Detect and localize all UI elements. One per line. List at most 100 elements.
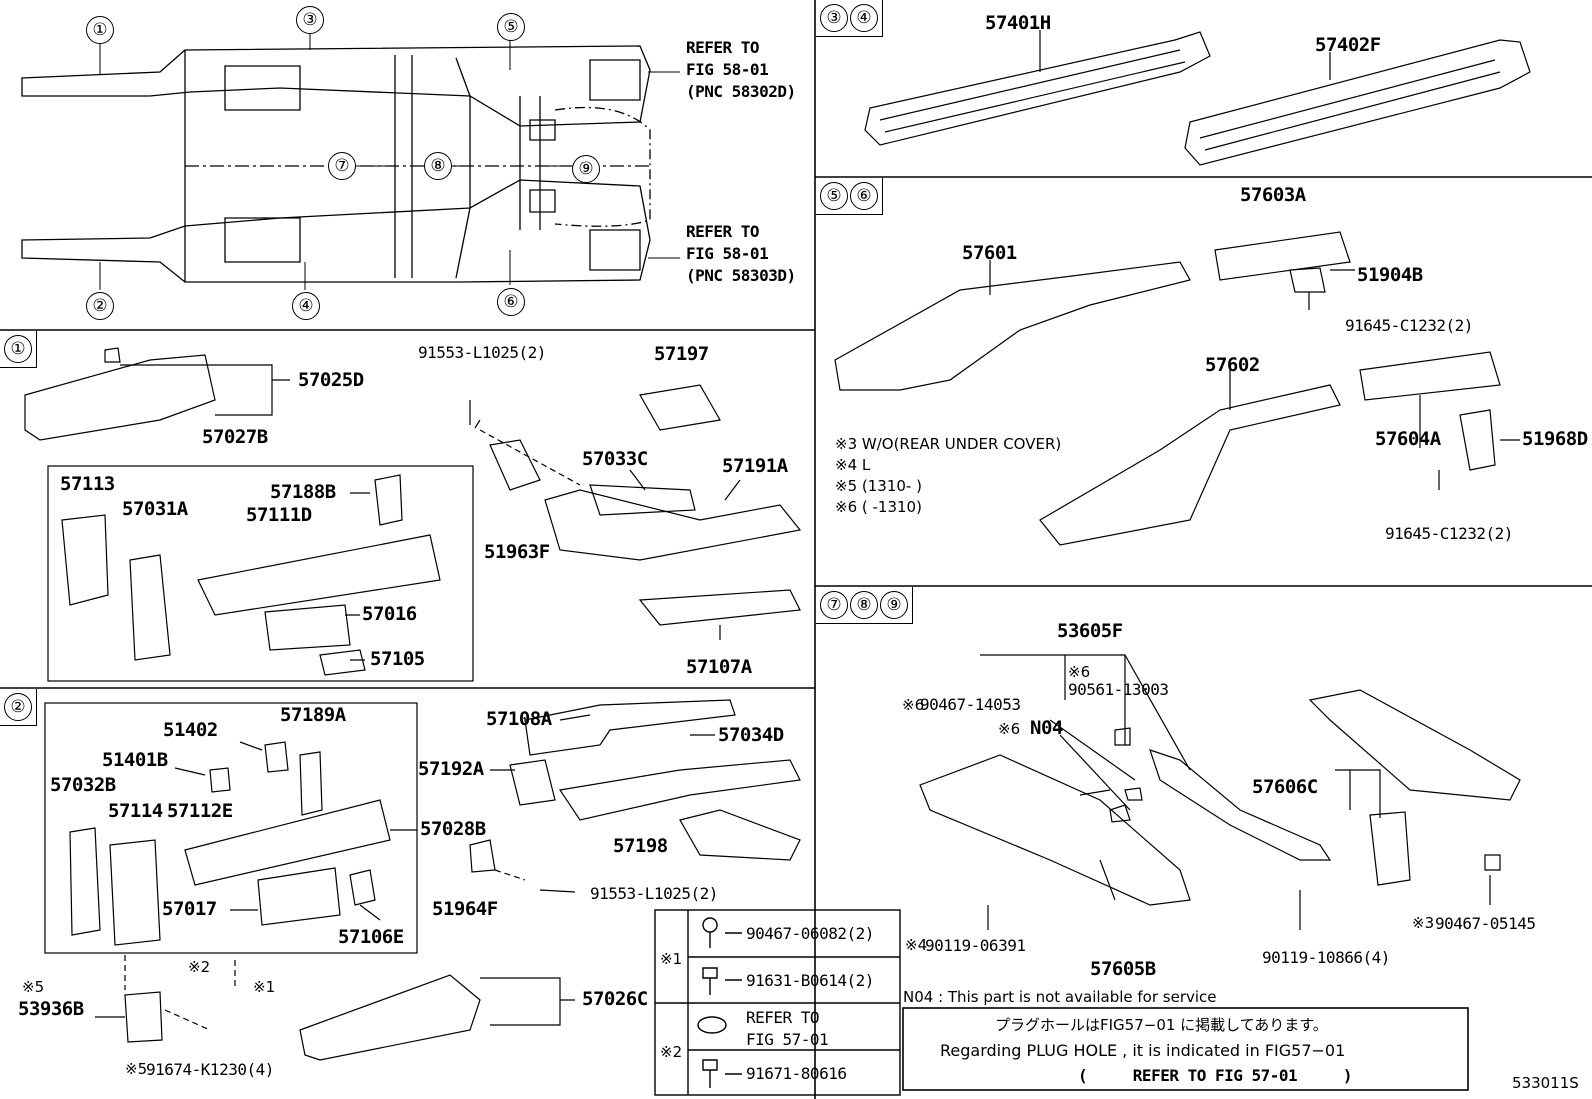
mark-x1: ※1 bbox=[253, 978, 276, 996]
part-91645-C1232-b: 91645-C1232(2) bbox=[1385, 524, 1513, 543]
part-57032B: 57032B bbox=[50, 774, 116, 796]
part-57031A: 57031A bbox=[122, 498, 188, 520]
part-57113: 57113 bbox=[60, 473, 115, 495]
mark-x4: ※4 bbox=[905, 936, 928, 954]
part-51968D: 51968D bbox=[1522, 428, 1588, 450]
part-57016: 57016 bbox=[362, 603, 417, 625]
refer-bottom-line1: REFER TO bbox=[686, 222, 760, 241]
legend-90467-06082: 90467-06082(2) bbox=[746, 924, 874, 943]
figure-id: 533011S bbox=[1512, 1074, 1579, 1092]
part-57189A: 57189A bbox=[280, 704, 346, 726]
part-57107A: 57107A bbox=[686, 656, 752, 678]
part-57111D: 57111D bbox=[246, 504, 312, 526]
part-57198: 57198 bbox=[613, 835, 668, 857]
section-5-circle: ⑤ bbox=[820, 182, 848, 210]
note-56-line1: ※3 W/O(REAR UNDER COVER) bbox=[835, 435, 1062, 453]
mark-x2: ※2 bbox=[188, 958, 211, 976]
callout-7: ⑦ bbox=[328, 152, 356, 180]
part-91553-L1025-a: 91553-L1025(2) bbox=[418, 343, 546, 362]
part-57604A: 57604A bbox=[1375, 428, 1441, 450]
part-90119-06391: 90119-06391 bbox=[925, 936, 1026, 955]
mark-x5-b: ※5 bbox=[125, 1060, 148, 1078]
part-91553-L1025-b: 91553-L1025(2) bbox=[590, 884, 718, 903]
legend-mark-x2: ※2 bbox=[660, 1043, 683, 1061]
callout-9: ⑨ bbox=[572, 155, 600, 183]
part-57602: 57602 bbox=[1205, 354, 1260, 376]
plug-note-ref: ( REFER TO FIG 57-01 ) bbox=[1078, 1066, 1352, 1085]
plug-note-jp: プラグホールはFIG57−01 に掲載してあります。 bbox=[995, 1016, 1328, 1034]
mark-x5-a: ※5 bbox=[22, 978, 45, 996]
callout-8: ⑧ bbox=[424, 152, 452, 180]
part-57017: 57017 bbox=[162, 898, 217, 920]
part-57106E: 57106E bbox=[338, 926, 404, 948]
part-57105: 57105 bbox=[370, 648, 425, 670]
refer-bottom-line3: (PNC 58303D) bbox=[686, 266, 796, 285]
legend-mark-x1: ※1 bbox=[660, 950, 683, 968]
refer-top-line2: FIG 58-01 bbox=[686, 60, 769, 79]
part-57108A: 57108A bbox=[486, 708, 552, 730]
section-tag-2: ② bbox=[0, 689, 37, 726]
mark-x3: ※3 bbox=[1412, 914, 1435, 932]
part-51964F: 51964F bbox=[432, 898, 498, 920]
callout-2: ② bbox=[86, 292, 114, 320]
section-3-circle: ③ bbox=[820, 4, 848, 32]
callout-5: ⑤ bbox=[497, 13, 525, 41]
part-53605F: 53605F bbox=[1057, 620, 1123, 642]
part-57192A: 57192A bbox=[418, 758, 484, 780]
callout-4: ④ bbox=[292, 292, 320, 320]
callout-3: ③ bbox=[296, 6, 324, 34]
part-53936B: 53936B bbox=[18, 998, 84, 1020]
part-51401B: 51401B bbox=[102, 749, 168, 771]
part-57034D: 57034D bbox=[718, 724, 784, 746]
part-57401H: 57401H bbox=[985, 12, 1051, 34]
plug-hole-note-box bbox=[902, 1007, 1469, 1091]
callout-6: ⑥ bbox=[497, 288, 525, 316]
part-57601: 57601 bbox=[962, 242, 1017, 264]
part-57027B: 57027B bbox=[202, 426, 268, 448]
legend-91631-B0614: 91631-B0614(2) bbox=[746, 971, 874, 990]
parts-section-789 bbox=[919, 654, 1521, 930]
section-tag-789: ⑦ ⑧ ⑨ bbox=[816, 587, 913, 624]
part-57025D: 57025D bbox=[298, 369, 364, 391]
part-90561-13003: 90561-13003 bbox=[1068, 680, 1169, 699]
rails-57401H-57402F bbox=[864, 30, 1531, 166]
callout-1: ① bbox=[86, 16, 114, 44]
section-2-circle: ② bbox=[4, 693, 32, 721]
legend-91671-80616: 91671-80616 bbox=[746, 1064, 847, 1083]
parts-section-2 bbox=[44, 699, 801, 1061]
part-90119-10866: 90119-10866(4) bbox=[1262, 948, 1390, 967]
part-57402F: 57402F bbox=[1315, 34, 1381, 56]
note-56-line3: ※5 (1310- ) bbox=[835, 477, 922, 495]
n04-note: N04 : This part is not available for ser… bbox=[903, 988, 1217, 1006]
part-57028B: 57028B bbox=[420, 818, 486, 840]
part-57026C: 57026C bbox=[582, 988, 648, 1010]
part-N04: N04 bbox=[1030, 717, 1063, 739]
mark-x6-a: ※6 bbox=[902, 696, 925, 714]
part-57197: 57197 bbox=[654, 343, 709, 365]
section-tag-1: ① bbox=[0, 331, 37, 368]
section-8-circle: ⑧ bbox=[850, 591, 878, 619]
part-90467-14053: 90467-14053 bbox=[920, 695, 1021, 714]
part-51963F: 51963F bbox=[484, 541, 550, 563]
legend-refer-to: REFER TO bbox=[746, 1008, 820, 1027]
part-91645-C1232-a: 91645-C1232(2) bbox=[1345, 316, 1473, 335]
part-57191A: 57191A bbox=[722, 455, 788, 477]
part-57603A: 57603A bbox=[1240, 184, 1306, 206]
refer-top-line1: REFER TO bbox=[686, 38, 760, 57]
section-4-circle: ④ bbox=[850, 4, 878, 32]
part-51904B: 51904B bbox=[1357, 264, 1423, 286]
fastener-legend-frame bbox=[654, 909, 901, 1096]
section-tag-56: ⑤ ⑥ bbox=[816, 178, 883, 215]
part-57112E: 57112E bbox=[167, 800, 233, 822]
part-57114: 57114 bbox=[108, 800, 163, 822]
mark-x6-b: ※6 bbox=[998, 720, 1021, 738]
mark-x6-c: ※6 bbox=[1068, 663, 1091, 681]
section-6-circle: ⑥ bbox=[850, 182, 878, 210]
part-57606C: 57606C bbox=[1252, 776, 1318, 798]
parts-section-1 bbox=[24, 347, 802, 682]
part-57033C: 57033C bbox=[582, 448, 648, 470]
section-tag-34: ③ ④ bbox=[816, 0, 883, 37]
